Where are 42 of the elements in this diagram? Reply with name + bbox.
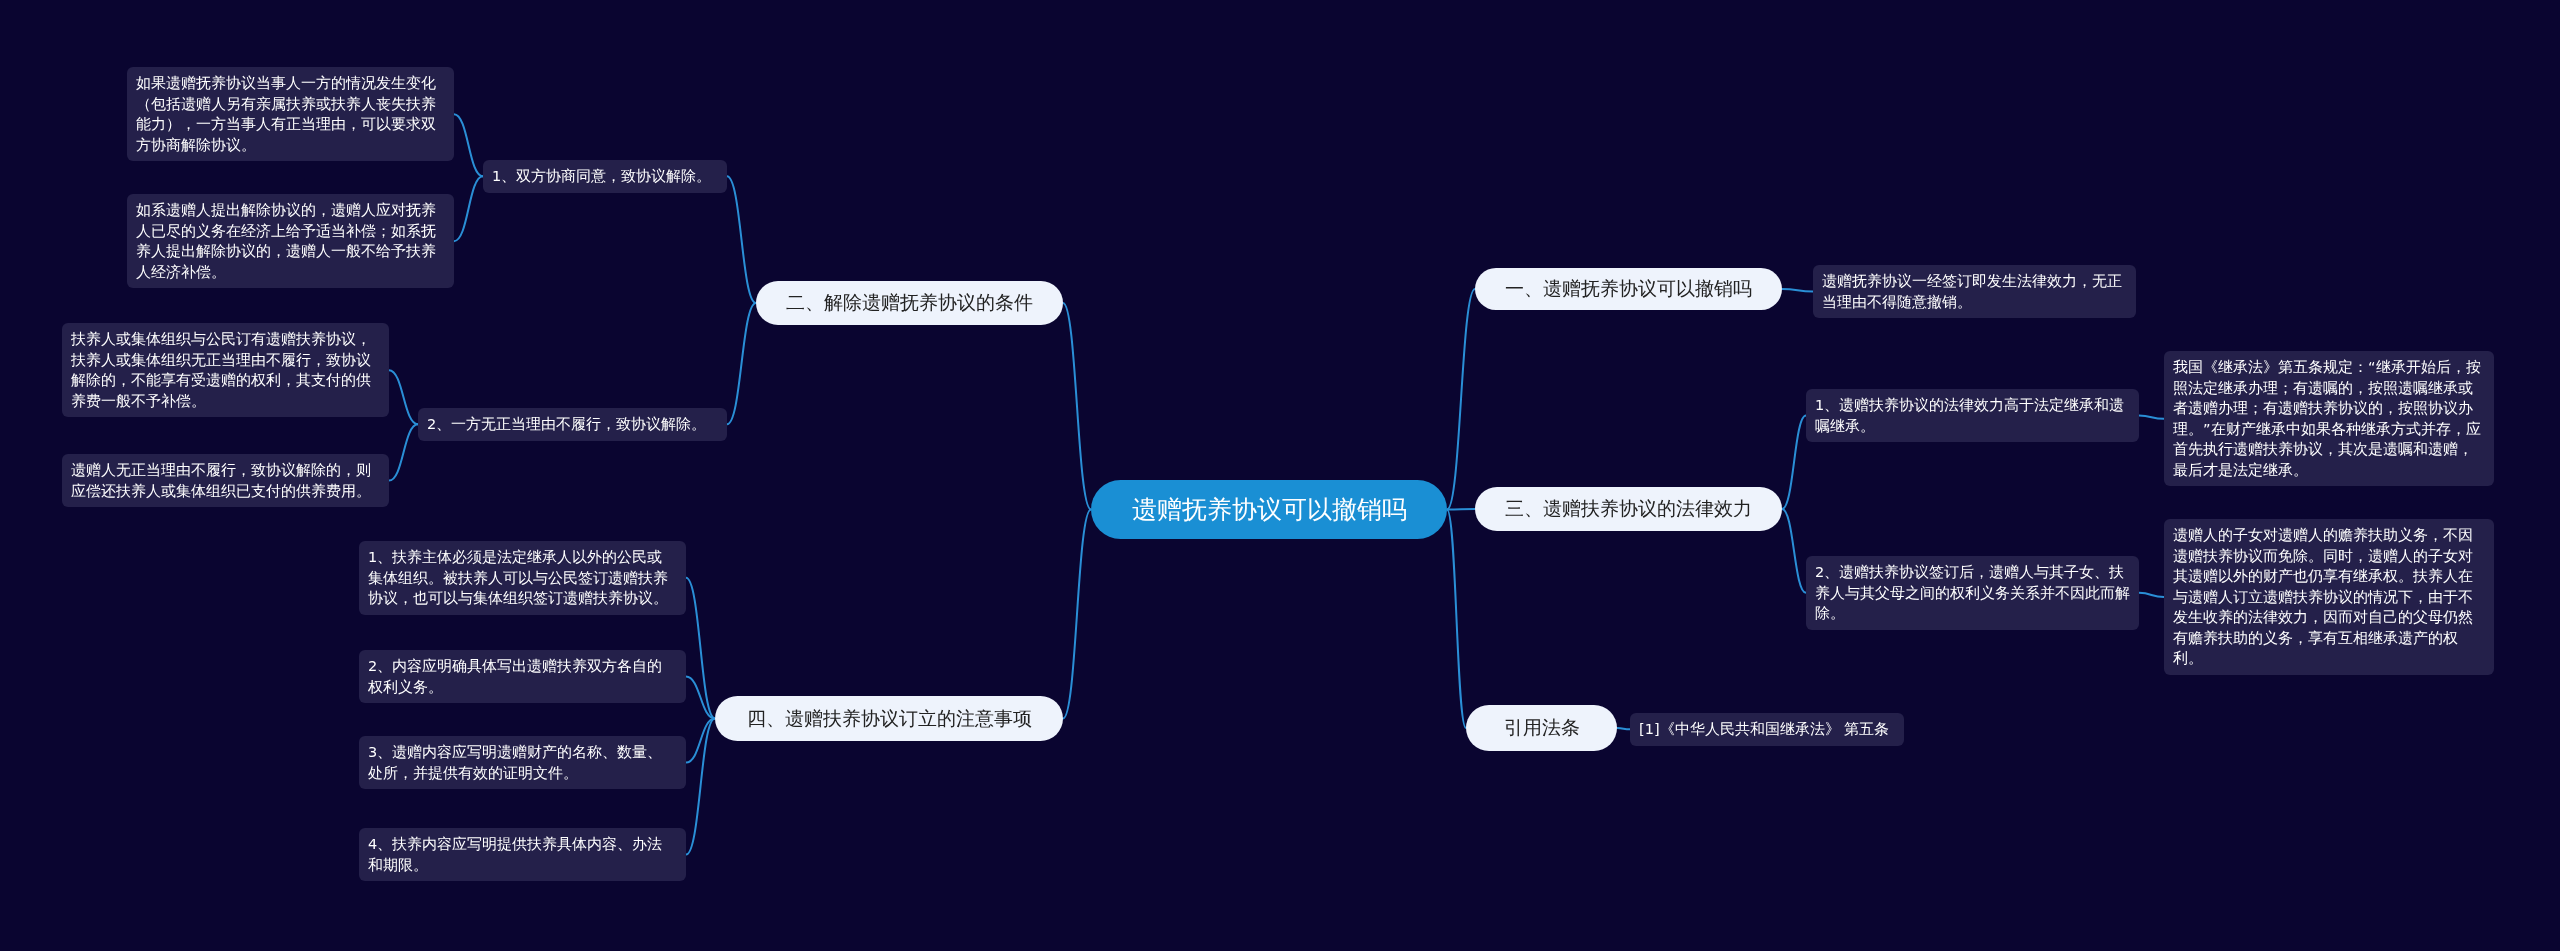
note-card: 4、扶养内容应写明提供扶养具体内容、办法和期限。 bbox=[359, 828, 686, 882]
note-card: 遗赠人的子女对遗赠人的赡养扶助义务，不因遗赠扶养协议而免除。同时，遗赠人的子女对其遗赠以外的财产也仍享有继承权。扶养人在与遗赠人订立遗赠扶养协议的情况下，由于不发生收养的法律效力，因而对自己的父母仍然有赡养扶助的义务，享有互相继承遗产的权利。 bbox=[2164, 519, 2494, 676]
connector-line bbox=[1446, 288, 1476, 511]
connector-line bbox=[388, 369, 419, 426]
connector-line bbox=[685, 576, 716, 720]
connector-line bbox=[1062, 508, 1092, 720]
connector-line bbox=[388, 423, 419, 482]
connector-line bbox=[726, 302, 757, 426]
connector-line bbox=[726, 175, 757, 304]
note-card: 遗赠抚养协议一经签订即发生法律效力，无正当理由不得随意撤销。 bbox=[1813, 265, 2136, 319]
note-card: 1、扶养主体必须是法定继承人以外的公民或集体组织。被扶养人可以与公民签订遗赠扶养协议，也可以与集体组织签订遗赠扶养协议。 bbox=[359, 541, 686, 615]
connector-line bbox=[453, 113, 484, 178]
note-card: 我国《继承法》第五条规定：“继承开始后，按照法定继承办理；有遗嘱的，按照遗嘱继承或者遗赠办理；有遗赠扶养协议的，按照协议办理。”在财产继承中如果各种继承方式并存，应首先执行遗赠扶养协议，其次是遗嘱和遗赠，最后才是法定继承。 bbox=[2164, 351, 2494, 487]
connector-line bbox=[685, 717, 716, 764]
topic-pill: 一、遗赠抚养协议可以撤销吗 bbox=[1475, 268, 1782, 310]
note-card: 3、遗赠内容应写明遗赠财产的名称、数量、处所，并提供有效的证明文件。 bbox=[359, 736, 686, 790]
note-card: 1、双方协商同意，致协议解除。 bbox=[483, 160, 727, 193]
connector-line bbox=[1781, 508, 1807, 594]
note-card: 2、内容应明确具体写出遗赠扶养双方各自的权利义务。 bbox=[359, 650, 686, 704]
topic-pill: 三、遗赠扶养协议的法律效力 bbox=[1475, 487, 1782, 531]
central-topic: 遗赠抚养协议可以撤销吗 bbox=[1091, 480, 1447, 539]
connector-line bbox=[1446, 508, 1467, 729]
connector-line bbox=[1781, 288, 1814, 293]
connector-line bbox=[1781, 414, 1807, 510]
note-card: 1、遗赠扶养协议的法律效力高于法定继承和遗嘱继承。 bbox=[1806, 389, 2139, 443]
note-card: 2、遗赠扶养协议签订后，遗赠人与其子女、扶养人与其父母之间的权利义务关系并不因此而解除。 bbox=[1806, 556, 2139, 630]
connector-line bbox=[2138, 591, 2165, 598]
note-card: 如系遗赠人提出解除协议的，遗赠人应对抚养人已尽的义务在经济上给予适当补偿；如系抚养人提出解除协议的，遗赠人一般不给予扶养人经济补偿。 bbox=[127, 194, 454, 289]
connector-line bbox=[685, 717, 716, 856]
note-card: 扶养人或集体组织与公民订有遗赠扶养协议，扶养人或集体组织无正当理由不履行，致协议解除的，不能享有受遗赠的权利，其支付的供养费一般不予补偿。 bbox=[62, 323, 389, 418]
note-card: [1]《中华人民共和国继承法》 第五条 bbox=[1630, 713, 1904, 746]
topic-pill: 引用法条 bbox=[1466, 705, 1617, 751]
connector-line bbox=[1062, 302, 1092, 511]
connector-line bbox=[453, 175, 484, 243]
topic-pill: 四、遗赠扶养协议订立的注意事项 bbox=[715, 696, 1063, 741]
note-card: 如果遗赠抚养协议当事人一方的情况发生变化（包括遗赠人另有亲属扶养或扶养人丧失扶养能力），一方当事人有正当理由，可以要求双方协商解除协议。 bbox=[127, 67, 454, 162]
connector-line bbox=[1616, 727, 1631, 731]
topic-pill: 二、解除遗赠抚养协议的条件 bbox=[756, 281, 1063, 325]
note-card: 2、一方无正当理由不履行，致协议解除。 bbox=[418, 408, 727, 441]
note-card: 遗赠人无正当理由不履行，致协议解除的，则应偿还扶养人或集体组织已支付的供养费用。 bbox=[62, 454, 389, 508]
connector-line bbox=[2138, 414, 2165, 420]
connector-line bbox=[1446, 508, 1476, 511]
